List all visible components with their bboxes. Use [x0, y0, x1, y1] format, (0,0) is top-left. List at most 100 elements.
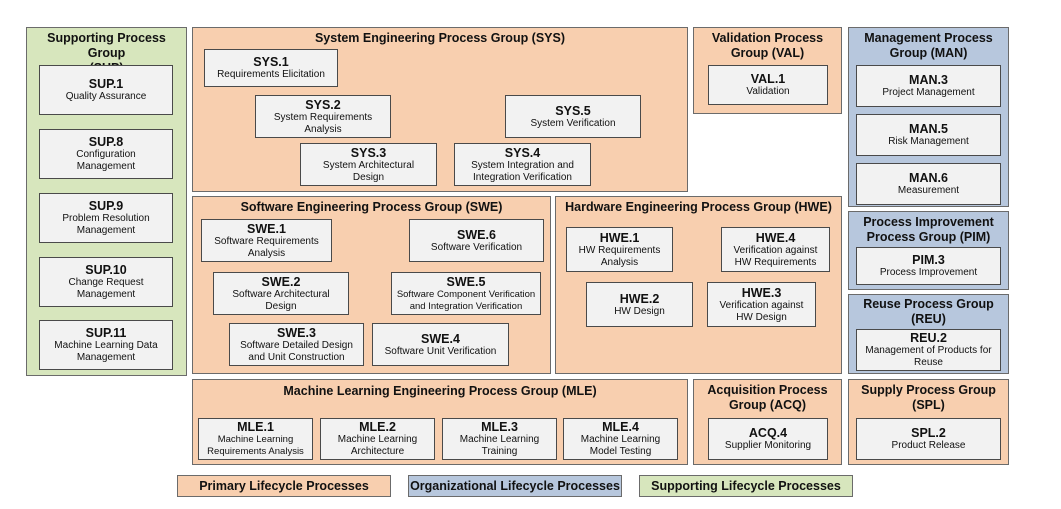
group-title: Acquisition Process Group (ACQ) — [707, 383, 828, 412]
process-id: MAN.6 — [909, 171, 948, 185]
process-man-5[interactable]: MAN.5 Risk Management — [856, 114, 1001, 156]
process-name: Software Component Verification and Inte… — [396, 288, 536, 312]
process-swe-3[interactable]: SWE.3 Software Detailed Design and Unit … — [229, 323, 364, 366]
process-hwe-3[interactable]: HWE.3 Verification against HW Design — [707, 282, 816, 327]
process-swe-4[interactable]: SWE.4 Software Unit Verification — [372, 323, 509, 366]
process-man-6[interactable]: MAN.6 Measurement — [856, 163, 1001, 205]
group-title: Software Engineering Process Group (SWE) — [240, 200, 503, 214]
group-title: Validation Process Group (VAL) — [711, 31, 824, 60]
process-id: SWE.4 — [421, 331, 460, 346]
process-name: Verification against HW Design — [719, 299, 804, 323]
process-id: MLE.1 — [237, 420, 274, 434]
process-id: SYS.4 — [504, 145, 541, 160]
group-man: Management Process Group (MAN) MAN.3 Pro… — [848, 27, 1009, 207]
group-title: Machine Learning Engineering Process Gro… — [283, 384, 597, 398]
process-name: Process Improvement — [879, 267, 978, 278]
process-sup-9[interactable]: SUP.9 Problem Resolution Management — [39, 193, 173, 243]
process-name: Machine Learning Requirements Analysis — [207, 434, 304, 457]
group-hwe: Hardware Engineering Process Group (HWE)… — [555, 196, 842, 374]
process-id: VAL.1 — [750, 72, 786, 86]
process-name: Problem Resolution Management — [62, 213, 150, 236]
process-id: HWE.4 — [755, 230, 796, 245]
process-name: Software Verification — [430, 241, 523, 253]
process-name: Software Requirements Analysis — [214, 235, 319, 259]
process-mle-1[interactable]: MLE.1 Machine Learning Requirements Anal… — [198, 418, 313, 460]
process-id: SYS.5 — [555, 103, 591, 118]
process-name: Verification against HW Requirements — [733, 244, 818, 268]
process-id: HWE.3 — [741, 285, 782, 300]
process-id: SPL.2 — [911, 426, 946, 440]
process-id: ACQ.4 — [748, 426, 788, 440]
process-sys-3[interactable]: SYS.3 System Architectural Design — [300, 143, 437, 186]
group-title: Hardware Engineering Process Group (HWE) — [565, 200, 832, 214]
process-sup-11[interactable]: SUP.11 Machine Learning Data Management — [39, 320, 173, 370]
process-name: HW Design — [614, 305, 665, 317]
process-swe-1[interactable]: SWE.1 Software Requirements Analysis — [201, 219, 332, 262]
process-sys-1[interactable]: SYS.1 Requirements Elicitation — [204, 49, 338, 87]
group-sup: Supporting Process Group (SUP) SUP.1 Qua… — [26, 27, 187, 376]
process-name: HW Requirements Analysis — [578, 244, 661, 268]
process-name: Machine Learning Data Management — [54, 340, 158, 363]
process-name: Machine Learning Architecture — [337, 434, 418, 457]
group-title: Process Improvement Process Group (PIM) — [863, 215, 994, 244]
process-name: Requirements Elicitation — [217, 69, 325, 80]
process-name: Supplier Monitoring — [724, 440, 812, 451]
process-id: SYS.1 — [253, 55, 289, 69]
process-val-1[interactable]: VAL.1 Validation — [708, 65, 828, 105]
process-name: Measurement — [897, 185, 960, 196]
group-swe: Software Engineering Process Group (SWE)… — [192, 196, 551, 374]
process-mle-3[interactable]: MLE.3 Machine Learning Training — [442, 418, 557, 460]
process-name: Software Unit Verification — [384, 345, 497, 357]
process-pim-3[interactable]: PIM.3 Process Improvement — [856, 247, 1001, 285]
process-name: System Integration and Integration Verif… — [471, 159, 574, 183]
process-id: SWE.5 — [446, 274, 486, 289]
process-name: Machine Learning Model Testing — [580, 434, 661, 457]
group-reu: Reuse Process Group (REU) REU.2 Manageme… — [848, 294, 1009, 374]
process-id: SWE.1 — [247, 221, 286, 236]
group-sys: System Engineering Process Group (SYS) S… — [192, 27, 688, 192]
process-swe-2[interactable]: SWE.2 Software Architectural Design — [213, 272, 349, 315]
process-sup-8[interactable]: SUP.8 Configuration Management — [39, 129, 173, 179]
process-name: Project Management — [882, 87, 975, 98]
process-name: System Requirements Analysis — [273, 111, 373, 135]
process-id: MAN.5 — [909, 122, 948, 136]
legend-supporting: Supporting Lifecycle Processes — [639, 475, 853, 497]
process-mle-2[interactable]: MLE.2 Machine Learning Architecture — [320, 418, 435, 460]
process-id: MAN.3 — [909, 73, 948, 87]
process-name: System Verification — [530, 117, 616, 129]
process-hwe-2[interactable]: HWE.2 HW Design — [586, 282, 693, 327]
process-hwe-1[interactable]: HWE.1 HW Requirements Analysis — [566, 227, 673, 272]
group-title: System Engineering Process Group (SYS) — [314, 31, 566, 45]
process-sys-2[interactable]: SYS.2 System Requirements Analysis — [255, 95, 391, 138]
process-sup-1[interactable]: SUP.1 Quality Assurance — [39, 65, 173, 115]
group-pim: Process Improvement Process Group (PIM) … — [848, 211, 1009, 290]
process-sys-4[interactable]: SYS.4 System Integration and Integration… — [454, 143, 591, 186]
process-name: Configuration Management — [76, 149, 136, 172]
process-sup-10[interactable]: SUP.10 Change Request Management — [39, 257, 173, 307]
process-acq-4[interactable]: ACQ.4 Supplier Monitoring — [708, 418, 828, 460]
process-sys-5[interactable]: SYS.5 System Verification — [505, 95, 641, 138]
process-name: Product Release — [891, 440, 966, 451]
group-title: Reuse Process Group (REU) — [863, 297, 994, 326]
process-man-3[interactable]: MAN.3 Project Management — [856, 65, 1001, 107]
process-id: HWE.1 — [599, 230, 640, 245]
process-id: SWE.6 — [457, 227, 496, 242]
process-swe-5[interactable]: SWE.5 Software Component Verification an… — [391, 272, 541, 315]
process-reu-2[interactable]: REU.2 Management of Products for Reuse — [856, 329, 1001, 371]
process-id: SUP.9 — [88, 199, 124, 213]
process-name: Machine Learning Training — [459, 434, 540, 457]
group-title: Supply Process Group (SPL) — [861, 383, 996, 412]
process-id: HWE.2 — [619, 291, 660, 306]
process-swe-6[interactable]: SWE.6 Software Verification — [409, 219, 544, 262]
process-id: SUP.10 — [85, 263, 127, 277]
process-name: Management of Products for Reuse — [865, 345, 992, 368]
process-hwe-4[interactable]: HWE.4 Verification against HW Requiremen… — [721, 227, 830, 272]
process-name: Change Request Management — [68, 277, 144, 300]
group-acq: Acquisition Process Group (ACQ) ACQ.4 Su… — [693, 379, 842, 465]
group-mle: Machine Learning Engineering Process Gro… — [192, 379, 688, 465]
process-mle-4[interactable]: MLE.4 Machine Learning Model Testing — [563, 418, 678, 460]
process-name: Validation — [746, 86, 790, 97]
group-title: Management Process Group (MAN) — [864, 31, 993, 60]
process-spl-2[interactable]: SPL.2 Product Release — [856, 418, 1001, 460]
process-id: SUP.8 — [88, 135, 124, 149]
